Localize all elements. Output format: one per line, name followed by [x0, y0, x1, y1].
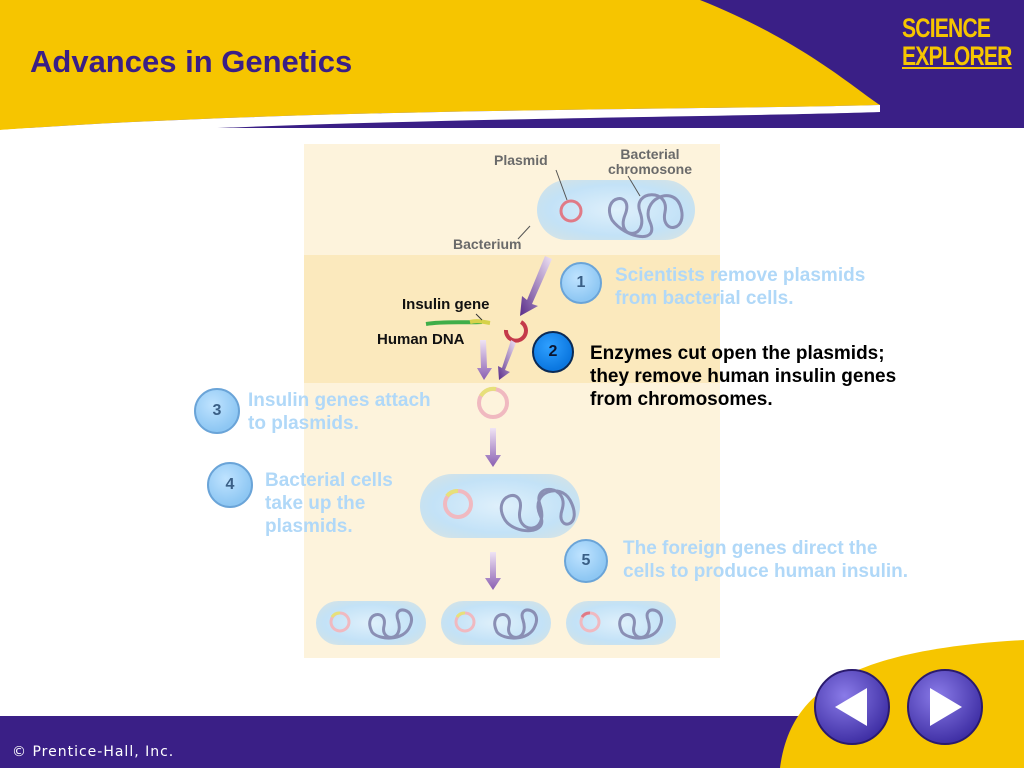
label-human-dna: Human DNA	[377, 331, 465, 348]
insulin-gene-segment	[469, 319, 491, 325]
step-5-circle[interactable]: 5	[564, 539, 608, 583]
arrow-step-1	[520, 256, 552, 316]
step-3-line-2: to plasmids.	[248, 413, 359, 434]
bacterium-cell-bottom-3	[566, 601, 676, 645]
step-5-text: The foreign genes direct the cells to pr…	[623, 537, 908, 583]
step-4-text: Bacterial cells take up the plasmids.	[265, 469, 393, 538]
arrow-step-3	[485, 428, 501, 467]
diagram-highlight-band	[304, 255, 720, 383]
bacterium-cell-top	[537, 180, 695, 240]
bacterium-cell-bottom-1	[316, 601, 426, 645]
label-bacterium: Bacterium	[453, 236, 522, 252]
plasmid-ring	[559, 199, 583, 223]
label-bacterial-chromosome-line-1: Bacterial	[620, 146, 680, 162]
logo-line-1: SCIENCE	[902, 13, 991, 43]
step-3-text: Insulin genes attach to plasmids.	[248, 389, 431, 435]
label-plasmid: Plasmid	[494, 152, 548, 168]
next-slide-button[interactable]	[906, 668, 984, 746]
step-2-line-2: they remove human insulin genes	[590, 366, 897, 387]
copyright-text: © Prentice-Hall, Inc.	[12, 744, 175, 760]
previous-slide-button[interactable]	[813, 668, 891, 746]
step-4-line-2: take up the	[265, 493, 366, 514]
step-1-line-1: Scientists remove plasmids	[615, 265, 866, 286]
bacterium-cell-middle	[420, 474, 580, 538]
step-3-circle[interactable]: 3	[194, 388, 240, 434]
bacterial-chromosome	[608, 193, 684, 238]
step-4-line-3: plasmids.	[265, 516, 353, 537]
step-1-line-2: from bacterial cells.	[615, 288, 794, 309]
slide-title: Advances in Genetics	[30, 44, 353, 79]
step-2-circle[interactable]: 2	[532, 331, 574, 373]
step-1-text: Scientists remove plasmids from bacteria…	[615, 264, 865, 310]
triangle-right-icon	[907, 669, 983, 745]
arrow-plasmid-down	[498, 340, 516, 380]
label-insulin-gene: Insulin gene	[402, 296, 490, 313]
triangle-left-icon	[814, 669, 890, 745]
step-3-line-1: Insulin genes attach	[248, 390, 431, 411]
step-5-line-2: cells to produce human insulin.	[623, 561, 909, 582]
step-4-line-1: Bacterial cells	[265, 470, 393, 491]
step-2-text: Enzymes cut open the plasmids; they remo…	[590, 342, 896, 411]
step-4-circle[interactable]: 4	[207, 462, 253, 508]
step-5-line-1: The foreign genes direct the	[623, 538, 878, 559]
bacterium-cell-bottom-2	[441, 601, 551, 645]
arrow-step-4	[485, 552, 501, 590]
header-yellow-swoosh	[0, 0, 880, 130]
arrow-gene-down	[477, 340, 492, 380]
label-bacterial-chromosome-line-2: chromosone	[607, 161, 692, 177]
step-1-circle[interactable]: 1	[560, 262, 602, 304]
label-bacterial-chromosome: Bacterial chromosone	[598, 147, 702, 177]
step-2-line-3: from chromosomes.	[590, 389, 773, 410]
cut-plasmid	[504, 320, 528, 343]
step-2-line-1: Enzymes cut open the plasmids;	[590, 343, 885, 364]
header-white-edge	[0, 105, 880, 140]
